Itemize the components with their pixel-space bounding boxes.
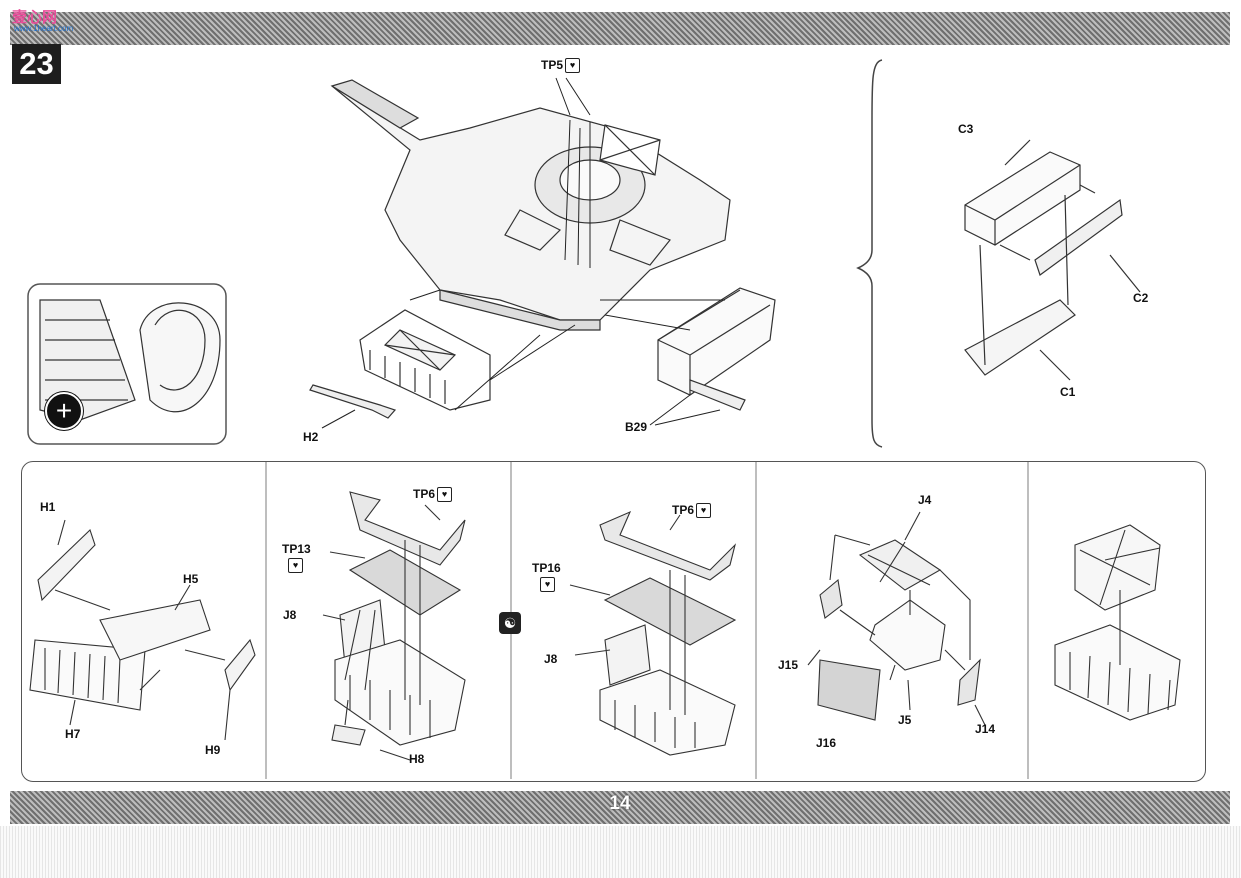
panel4-drawing — [807, 511, 986, 726]
panel1-drawing — [29, 519, 256, 741]
label-h9: H9 — [205, 743, 221, 757]
page-number: 14 — [609, 793, 631, 814]
label-h7: H7 — [65, 727, 81, 741]
label-h1: H1 — [40, 500, 56, 514]
scan-noise — [0, 826, 1241, 878]
alternate-option-icon: ☯ — [499, 612, 521, 634]
label-j8-a: J8 — [283, 608, 297, 622]
sub-steps-panel — [21, 461, 1206, 782]
step-number: 23 — [12, 44, 61, 84]
main-assembly-arrows — [321, 77, 725, 429]
panel3-drawing — [569, 510, 737, 756]
footer-band — [10, 791, 1230, 824]
label-b29: B29 — [625, 420, 648, 434]
label-j4: J4 — [918, 493, 932, 507]
label-h5: H5 — [183, 572, 199, 586]
part-h2-drawing — [309, 384, 397, 419]
label-j14: J14 — [975, 722, 996, 736]
label-c3: C3 — [958, 122, 974, 136]
label-c2: C2 — [1133, 291, 1149, 305]
label-j8-b: J8 — [544, 652, 558, 666]
glue-icon: ♥ — [565, 58, 581, 74]
glue-icon: ♥ — [696, 503, 712, 519]
label-tp6-a: TP6♥ — [413, 487, 453, 503]
watermark-logo: 壹心网 www.1heart.com — [12, 9, 74, 33]
label-h8: H8 — [409, 752, 425, 766]
hull-assembly-drawing — [330, 79, 731, 331]
glue-icon: ♥ — [540, 577, 555, 592]
label-j16: J16 — [816, 736, 837, 750]
side-c-parts-drawing — [964, 139, 1141, 381]
magnify-plus-icon: + — [45, 392, 83, 430]
label-j5: J5 — [898, 713, 912, 727]
label-c1: C1 — [1060, 385, 1076, 399]
header-band — [10, 12, 1230, 45]
panel2-drawing — [322, 491, 466, 761]
box-right-drawing — [657, 287, 776, 411]
label-tp13: TP13♥ — [282, 542, 311, 573]
glue-icon: ♥ — [437, 487, 453, 503]
label-tp5: TP5♥ — [541, 58, 581, 74]
brace-divider — [856, 59, 883, 448]
label-tp6-b: TP6♥ — [672, 503, 712, 519]
label-tp16: TP16♥ — [532, 561, 561, 592]
label-h2: H2 — [303, 430, 319, 444]
glue-icon: ♥ — [288, 558, 303, 573]
panel5-drawing — [1054, 524, 1181, 721]
basket-left-drawing — [359, 309, 491, 411]
label-j15: J15 — [778, 658, 799, 672]
